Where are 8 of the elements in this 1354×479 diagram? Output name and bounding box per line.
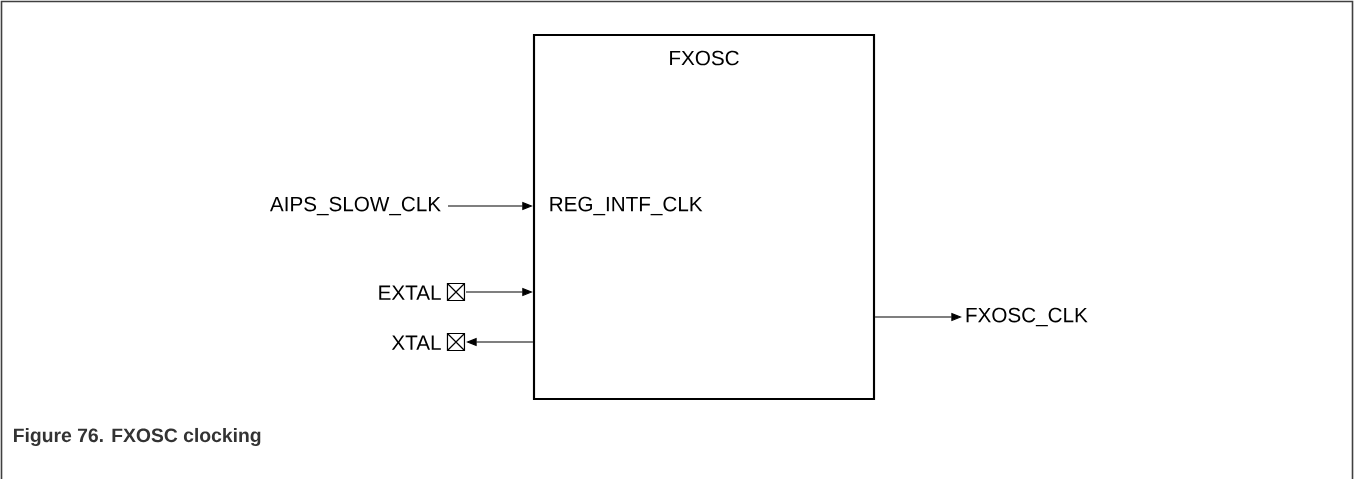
pin-label: XTAL xyxy=(391,332,466,352)
signal-name: AIPS_SLOW_CLK xyxy=(269,196,441,216)
signal-name: FXOSC_CLK xyxy=(966,307,1088,327)
block-title: FXOSC xyxy=(670,50,739,66)
port-label: REG_INTF_CLK xyxy=(550,196,703,216)
pin-label: EXTAL xyxy=(379,282,466,302)
figure-caption: Figure 76. FXOSC clocking xyxy=(14,427,261,447)
block-box xyxy=(532,33,876,401)
